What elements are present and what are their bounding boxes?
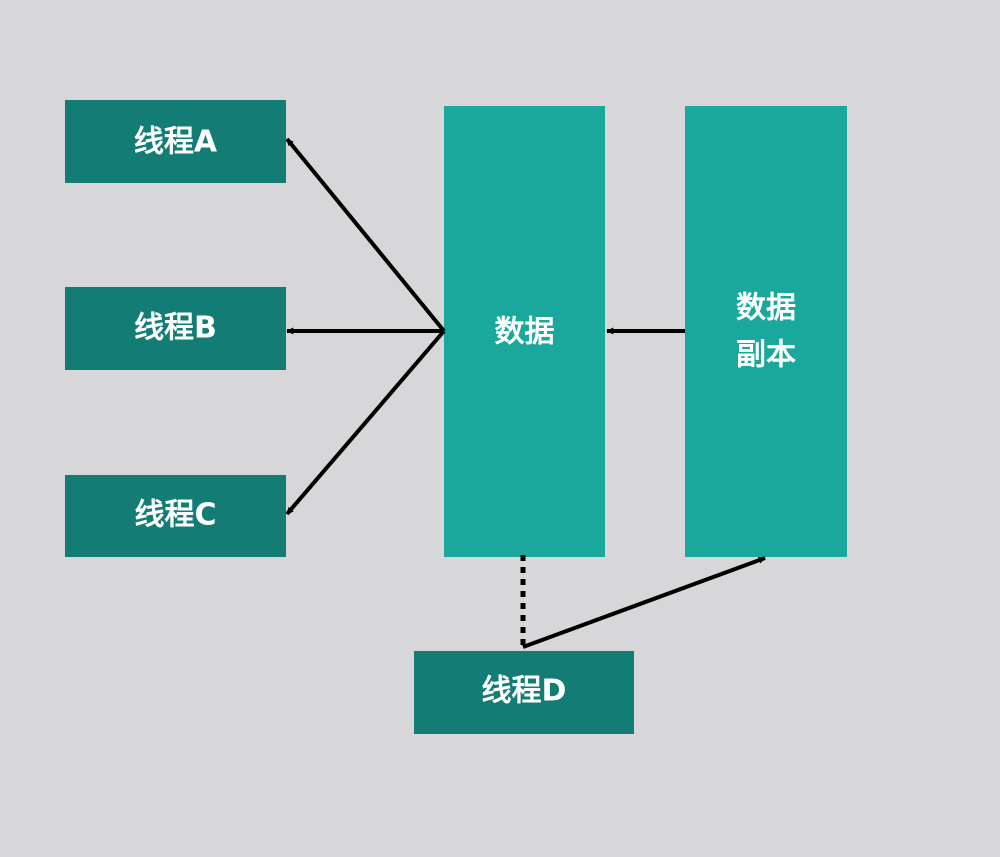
thread-b-label: 线程B [134, 311, 217, 346]
thread-a-box: 线程A [65, 100, 286, 183]
data-copy-box: 数据 副本 [685, 106, 847, 557]
arrow-data-to-thread-c [285, 329, 446, 516]
thread-a-label: 线程A [134, 125, 218, 160]
data-box: 数据 [444, 106, 605, 557]
data-label: 数据 [495, 315, 555, 350]
data-copy-label-line2: 副本 [736, 338, 796, 373]
arrow-thread-d-to-copy [522, 556, 766, 649]
arrow-data-to-thread-a [285, 137, 446, 333]
thread-b-box: 线程B [65, 287, 286, 370]
data-copy-label-line1: 数据 [736, 291, 796, 326]
thread-d-box: 线程D [414, 651, 634, 734]
thread-d-label: 线程D [482, 674, 567, 709]
thread-c-label: 线程C [134, 498, 216, 533]
thread-c-box: 线程C [65, 475, 286, 557]
